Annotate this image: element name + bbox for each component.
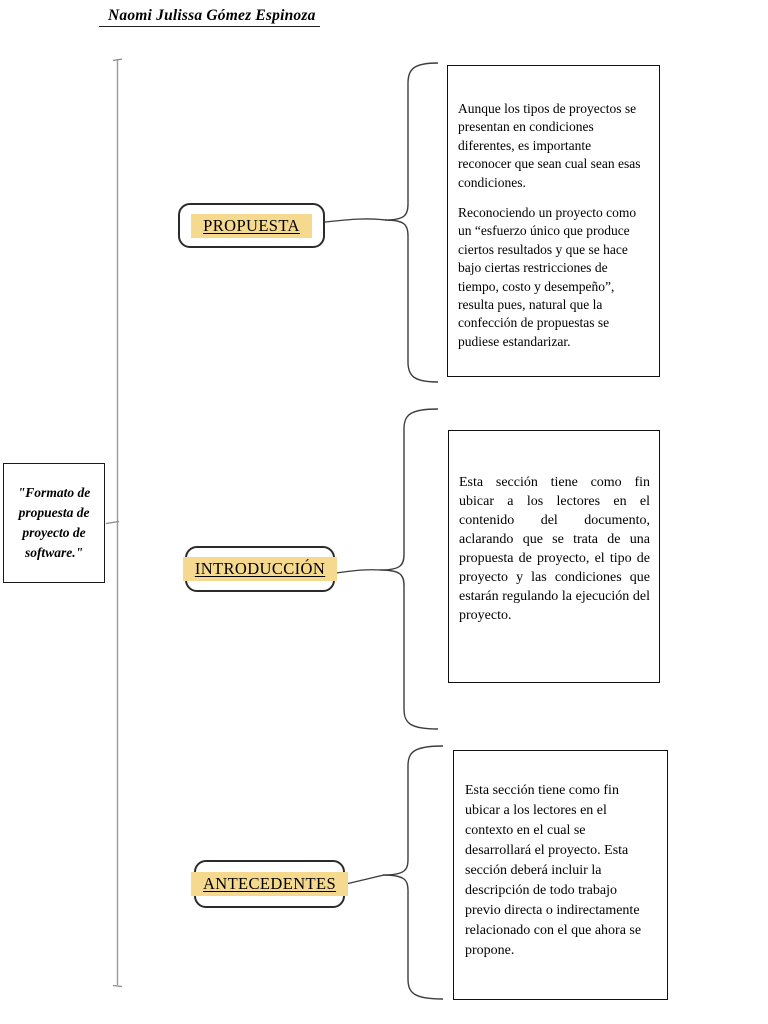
detail-paragraph: Esta sección tiene como fin ubicar a los… <box>465 783 642 958</box>
connector-introduccion <box>335 569 382 574</box>
bracket-top-tick <box>112 58 123 62</box>
detail-box-introduccion: Esta sección tiene como fin ubicar a los… <box>448 430 660 683</box>
connector-antecedentes <box>345 874 385 885</box>
node-antecedentes: ANTECEDENTES <box>190 860 349 908</box>
root-connector-tick <box>105 520 120 525</box>
brace-antecedentes <box>382 745 444 1000</box>
node-propuesta: PROPUESTA <box>178 203 325 248</box>
root-topic-label: "Formato de propuesta de proyecto de sof… <box>17 485 91 560</box>
detail-paragraph: Aunque los tipos de proyectos se present… <box>458 101 641 190</box>
detail-paragraph: Esta sección tiene como fin ubicar a los… <box>459 475 650 623</box>
connector-propuesta <box>324 218 387 223</box>
root-topic-box: "Formato de propuesta de proyecto de sof… <box>3 463 105 583</box>
brace-introduccion <box>379 408 439 730</box>
bracket-bottom-tick <box>112 984 123 988</box>
node-propuesta-label: PROPUESTA <box>191 213 312 238</box>
node-antecedentes-label: ANTECEDENTES <box>190 872 349 896</box>
detail-box-propuesta: Aunque los tipos de proyectos se present… <box>447 65 660 377</box>
node-introduccion: INTRODUCCIÓN <box>182 546 338 592</box>
node-introduccion-label: INTRODUCCIÓN <box>182 557 338 581</box>
author-name: Naomi Julissa Gómez Espinoza <box>99 7 320 27</box>
detail-box-antecedentes: Esta sección tiene como fin ubicar a los… <box>453 750 668 1000</box>
brace-propuesta <box>384 62 439 383</box>
detail-paragraph: Reconociendo un proyecto como un “esfuer… <box>458 205 637 349</box>
